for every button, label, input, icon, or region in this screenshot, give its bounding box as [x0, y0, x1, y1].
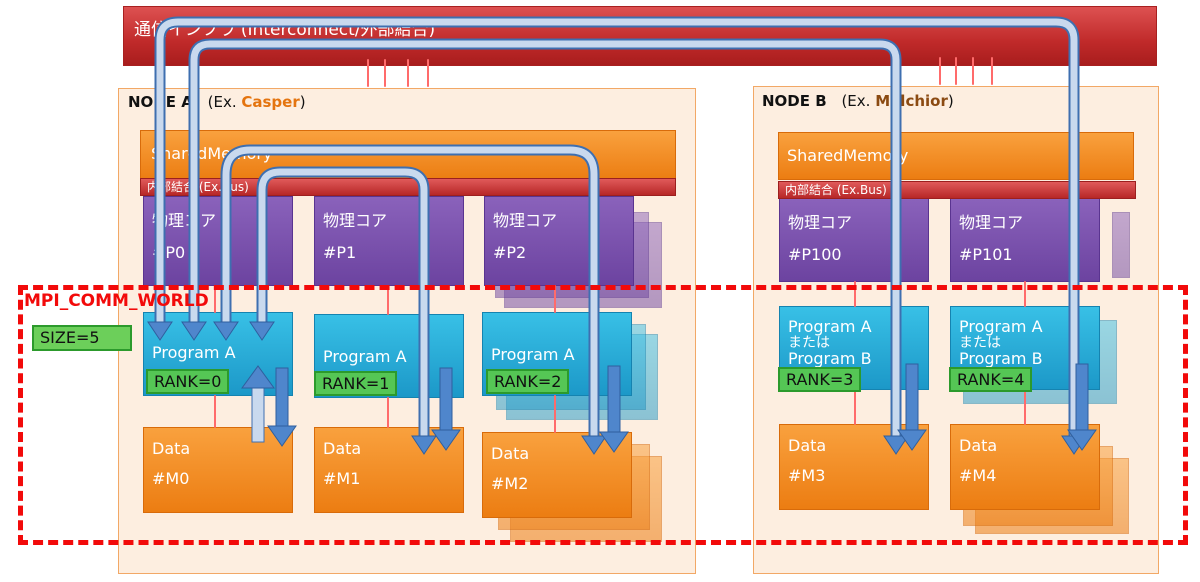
node-a-ex-prefix: (Ex. [207, 93, 242, 111]
data-label: Data [323, 439, 362, 458]
core-id: #P100 [788, 245, 842, 264]
arrowheads [147, 321, 1087, 455]
rank-text: RANK=1 [322, 374, 390, 393]
node-b-name: NODE B [762, 92, 827, 110]
rank-label: RANK=4 [949, 367, 1033, 392]
rank-label: RANK=2 [486, 369, 570, 394]
shared-memory-b-label: SharedMemory [787, 146, 909, 165]
program-label: Program A [788, 317, 872, 336]
data-id: #M1 [323, 469, 361, 488]
data-m3: Data #M3 [779, 424, 929, 510]
data-id: #M2 [491, 474, 529, 493]
rank-text: RANK=0 [154, 372, 222, 391]
core-stack-shadow [1112, 212, 1130, 278]
program-label-b: Program B [788, 349, 872, 368]
rank-text: RANK=4 [957, 370, 1025, 389]
core-p1: 物理コア #P1 [314, 196, 464, 286]
node-b-ex-suffix: ) [947, 92, 954, 110]
node-a-ex-suffix: ) [299, 93, 306, 111]
data-id: #M0 [152, 469, 190, 488]
local-arrows [241, 363, 1097, 453]
core-label: 物理コア [788, 213, 853, 232]
program-label-b: Program B [959, 349, 1043, 368]
core-id: #P101 [959, 245, 1013, 264]
program-label: Program A [491, 345, 575, 364]
program-label: Program A [959, 317, 1043, 336]
core-id: #P1 [323, 243, 357, 262]
data-id: #M3 [788, 466, 826, 485]
core-label: 物理コア [323, 211, 388, 230]
program-alt-text: または [959, 335, 1001, 351]
rank-label: RANK=1 [314, 371, 398, 396]
node-b-ex-prefix: (Ex. [841, 92, 876, 110]
rank-text: RANK=2 [494, 372, 562, 391]
program-label: Program A [323, 347, 407, 366]
node-a-ex-name: Casper [241, 93, 300, 111]
mpi-comm-world-region [18, 285, 1188, 545]
core-label: 物理コア [493, 211, 558, 230]
core-label: 物理コア [152, 211, 217, 230]
core-p100: 物理コア #P100 [779, 198, 929, 282]
size-text: SIZE=5 [40, 328, 100, 347]
data-label: Data [491, 444, 530, 463]
rank-label: RANK=0 [146, 369, 230, 394]
data-label: Data [152, 439, 191, 458]
rank-label: RANK=3 [778, 367, 862, 392]
core-label: 物理コア [959, 213, 1024, 232]
size-badge: SIZE=5 [32, 325, 132, 351]
data-m0: Data #M0 [143, 427, 293, 513]
rank-text: RANK=3 [786, 370, 854, 389]
data-label: Data [959, 436, 998, 455]
data-m2: Data #M2 [482, 432, 632, 518]
data-id: #M4 [959, 466, 997, 485]
core-id: #P2 [493, 243, 527, 262]
program-alt-text: または [788, 335, 830, 351]
data-label: Data [788, 436, 827, 455]
mpi-comm-world-label: MPI_COMM_WORLD [24, 291, 209, 311]
data-m1: Data #M1 [314, 427, 464, 513]
program-label: Program A [152, 343, 236, 362]
internal-bus-b-label: 内部結合 (Ex.Bus) [785, 183, 887, 197]
internal-bus-b: 内部結合 (Ex.Bus) [778, 181, 1136, 199]
